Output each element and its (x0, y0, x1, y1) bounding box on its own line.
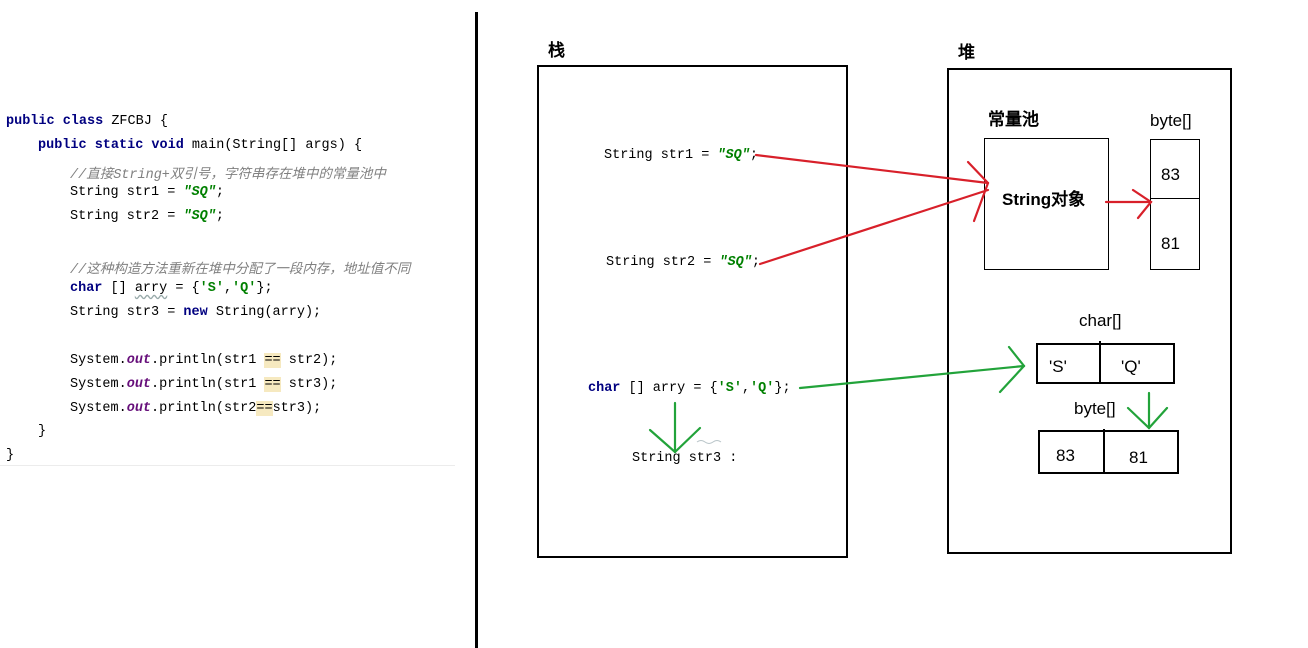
stack-box (537, 65, 848, 558)
byte-array-2-cell: 83 (1056, 446, 1075, 465)
code-line-str1: String str1 = "SQ"; (70, 185, 224, 200)
char-array-divider (1099, 341, 1101, 384)
code-line-str3: String str3 = new String(arry); (70, 305, 322, 320)
arrowhead-red (966, 160, 990, 223)
stack-str1: String str1 = "SQ"; (604, 148, 758, 163)
byte-array-1-divider (1150, 198, 1200, 199)
code-comment-1: //直接String+双引号，字符串存在堆中的常量池中 (70, 168, 386, 183)
constant-pool-title: 常量池 (988, 110, 1039, 129)
stack-str2: String str2 = "SQ"; (606, 255, 760, 270)
byte-array-1 (1150, 139, 1200, 270)
arrowhead-green (1126, 406, 1169, 430)
code-comment-2: //这种构造方法重新在堆中分配了一段内存，地址值不同 (70, 263, 411, 278)
code-line-str2: String str2 = "SQ"; (70, 209, 224, 224)
char-array-cell: 'S' (1049, 357, 1067, 376)
code-close-method: } (38, 424, 47, 439)
code-line-char: char [] arry = {'S','Q'}; (70, 281, 273, 296)
byte-array-2 (1038, 430, 1179, 474)
byte-array-label-2: byte[] (1074, 399, 1116, 418)
arrowhead-red (1131, 188, 1153, 220)
byte-array-1-cell: 83 (1161, 165, 1180, 184)
heap-box (947, 68, 1232, 554)
squiggle-mark (696, 440, 722, 444)
arrowhead-green (998, 345, 1026, 394)
editor-end-line (0, 465, 455, 466)
panel-divider (475, 12, 478, 648)
char-array-cell: 'Q' (1121, 357, 1141, 376)
stack-str3: String str3 : (632, 451, 738, 466)
code-line-println-1: System.out.println(str1 == str2); (70, 353, 338, 368)
code-line-class: public class ZFCBJ { (6, 114, 169, 129)
arrow-str1-to-string-object (754, 153, 990, 185)
char-array (1036, 343, 1175, 384)
stack-title: 栈 (548, 41, 565, 60)
arrow-char-to-char-array (798, 364, 1026, 390)
code-line-println-3: System.out.println(str2==str3); (70, 401, 322, 416)
string-object: String对象 (1002, 190, 1086, 209)
constant-pool-box (984, 138, 1109, 270)
byte-array-2-divider (1103, 429, 1105, 474)
arrow-str2-to-string-object (758, 188, 990, 266)
byte-array-1-cell: 81 (1161, 234, 1180, 253)
stack-char-array: char [] arry = {'S','Q'}; (588, 381, 791, 396)
heap-title: 堆 (958, 43, 975, 62)
char-array-label: char[] (1079, 311, 1122, 330)
byte-array-label-1: byte[] (1150, 111, 1192, 130)
code-line-println-2: System.out.println(str1 == str3); (70, 377, 338, 392)
code-line-main: public static void main(String[] args) { (38, 138, 363, 153)
byte-array-2-cell: 81 (1129, 448, 1148, 467)
code-close-class: } (6, 448, 15, 463)
arrowhead-green (648, 426, 702, 454)
